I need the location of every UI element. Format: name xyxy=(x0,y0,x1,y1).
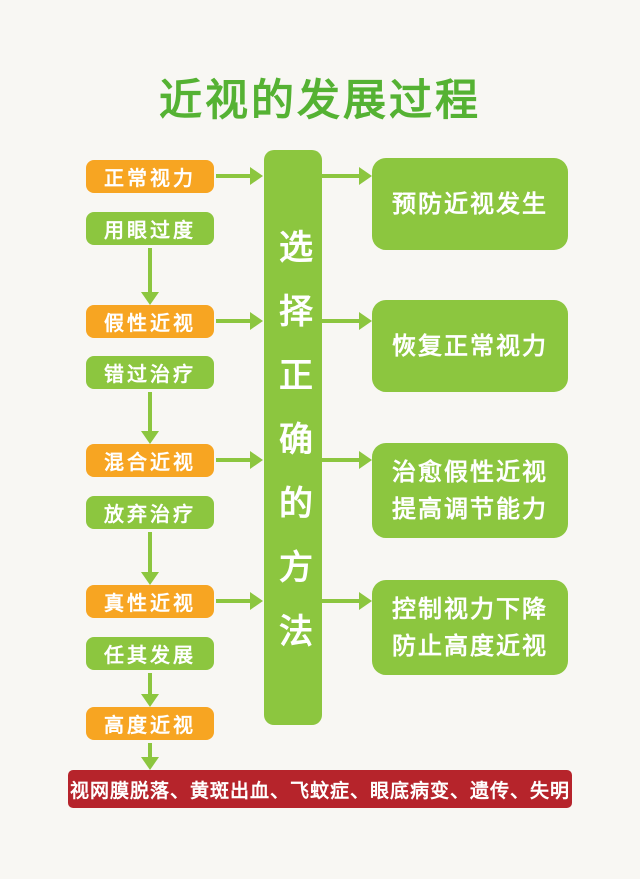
arrow-right-icon xyxy=(216,319,250,323)
arrow-right-icon xyxy=(216,174,250,178)
outcome-line: 恢复正常视力 xyxy=(392,332,548,360)
arrow-right-icon xyxy=(216,458,250,462)
arrow-down-icon xyxy=(148,743,152,757)
outcome-prevent-myopia: 预防近视发生 xyxy=(372,158,568,250)
arrow-down-icon xyxy=(148,392,152,431)
arrow-down-icon xyxy=(148,673,152,694)
arrow-down-icon xyxy=(148,248,152,292)
outcome-line: 预防近视发生 xyxy=(392,190,548,218)
arrow-down-icon xyxy=(148,532,152,572)
outcome-restore-vision: 恢复正常视力 xyxy=(372,300,568,392)
cause-missed-treatment: 错过治疗 xyxy=(86,356,214,389)
stage-normal-vision: 正常视力 xyxy=(86,160,214,193)
arrow-right-icon xyxy=(322,599,359,603)
outcome-line: 控制视力下降 xyxy=(392,595,548,623)
page-title: 近视的发展过程 xyxy=(159,77,481,125)
arrow-right-icon xyxy=(322,174,359,178)
stage-high-myopia: 高度近视 xyxy=(86,707,214,740)
outcome-line: 提高调节能力 xyxy=(392,495,548,523)
cause-abandoned-treatment: 放弃治疗 xyxy=(86,496,214,529)
stage-pseudo-myopia: 假性近视 xyxy=(86,305,214,338)
stage-mixed-myopia: 混合近视 xyxy=(86,444,214,477)
cause-left-untreated: 任其发展 xyxy=(86,637,214,670)
outcome-line: 治愈假性近视 xyxy=(392,458,548,486)
outcome-line: 防止高度近视 xyxy=(392,632,548,660)
arrow-right-icon xyxy=(322,319,359,323)
stage-true-myopia: 真性近视 xyxy=(86,585,214,618)
arrow-right-icon xyxy=(216,599,250,603)
cause-eye-overuse: 用眼过度 xyxy=(86,212,214,245)
outcome-control-decline: 控制视力下降 防止高度近视 xyxy=(372,580,568,675)
complications-text: 视网膜脱落、黄斑出血、飞蚊症、眼底病变、遗传、失明 xyxy=(69,780,570,802)
outcome-cure-pseudo-myopia: 治愈假性近视 提高调节能力 xyxy=(372,443,568,538)
center-method-bar: 选择正确的方法 xyxy=(264,150,322,725)
complications-bar: 视网膜脱落、黄斑出血、飞蚊症、眼底病变、遗传、失明 xyxy=(68,770,572,808)
center-method-label: 选择正确的方法 xyxy=(273,228,312,677)
arrow-right-icon xyxy=(322,458,359,462)
